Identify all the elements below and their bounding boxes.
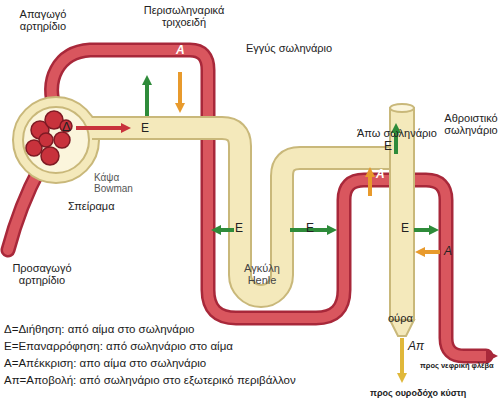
- secretion-arrow: [420, 250, 440, 254]
- legend-entry: Ε=Επαναρρόφηση: από σωληνάριο στο αίμα: [4, 340, 233, 353]
- nephron-tubule: [92, 128, 392, 296]
- capillary-loop: [41, 147, 59, 165]
- excretion-arrow: [400, 338, 404, 378]
- process-letter: Α: [376, 168, 385, 181]
- blood-vessels: [8, 50, 486, 356]
- region-label: Κάψα Bowman: [94, 172, 142, 194]
- reabsorption-arrow: [216, 228, 234, 232]
- process-letter: Ε: [384, 140, 392, 153]
- process-letter: Απ: [408, 340, 424, 353]
- process-letter: Α: [176, 44, 185, 57]
- region-label: Προσαγωγό αρτηρίδιο: [2, 262, 82, 287]
- secretion-arrow: [178, 72, 182, 108]
- region-label: Απαγωγό αρτηρίδιο: [4, 8, 82, 33]
- reabsorption-arrow: [414, 228, 434, 232]
- reabsorption-arrow: [145, 80, 149, 116]
- capillary-loop: [39, 133, 53, 147]
- legend-entry: Απ=Αποβολή: από σωληνάριο στο εξωτερικό …: [4, 374, 296, 387]
- region-label: Άπω σωληνάριο: [357, 127, 437, 139]
- region-label: Περισωληναρικά τριχοειδή: [138, 4, 230, 29]
- duct-top: [390, 104, 414, 112]
- region-label: Σπείραμα: [68, 200, 115, 212]
- duct-body: [390, 108, 414, 320]
- process-letter: Ε: [141, 122, 149, 135]
- destination-label: προς νεφρική φλέβα: [420, 362, 494, 370]
- process-letter: Α: [444, 245, 452, 258]
- afferent-arteriole: [8, 168, 40, 250]
- legend-entry: Α=Απέκκριση: απο αίμα στο σωληνάριο: [4, 357, 206, 370]
- region-label: Αγκύλη Henle: [238, 262, 286, 287]
- bowman-capsule-core: [18, 102, 94, 178]
- process-letter: Δ: [62, 120, 71, 135]
- afferent-arteriole-core: [8, 168, 40, 250]
- destination-label: προς ουροδόχο κύστη: [370, 388, 466, 398]
- capillary-loop: [54, 132, 70, 148]
- glomerulus: [26, 111, 72, 165]
- filtration-arrow: [76, 126, 126, 130]
- region-label: ούρα: [388, 312, 413, 324]
- peritubular-capillary-core: [52, 50, 486, 356]
- secretion-arrow: [368, 172, 372, 196]
- peritubular-capillary: [52, 50, 486, 356]
- bowman-capsule: [18, 102, 94, 178]
- region-label: Εγγύς σωληνάριο: [246, 42, 332, 54]
- vein-arrow-head: [486, 350, 498, 362]
- nephron-tubule-core: [92, 128, 392, 296]
- region-label: Αθροιστικό σωληνάριο: [438, 112, 504, 137]
- process-letter: Ε: [401, 222, 409, 235]
- legend-entry: Δ=Διήθηση: από αίμα στο σωληνάριο: [4, 323, 195, 336]
- tubule: [18, 102, 392, 296]
- process-letter: Ε: [235, 222, 243, 235]
- process-letter: Ε: [306, 222, 314, 235]
